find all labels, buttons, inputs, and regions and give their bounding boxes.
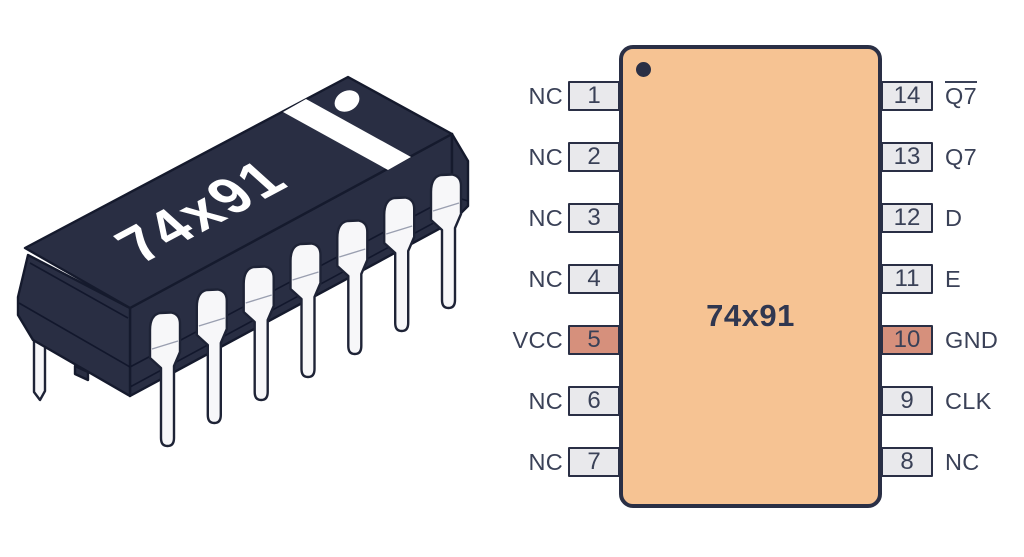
pin-number-box: 1 (568, 81, 620, 111)
pin-row-10: 10 GND (0, 325, 1024, 355)
pin-function-label: E (945, 266, 961, 292)
part-number-label: 74x91 (706, 298, 795, 333)
pin-row-12: 12 D (0, 203, 1024, 233)
chip-3d-mold-nub (73, 364, 90, 382)
chip-3d-pin (195, 288, 229, 425)
pin-number-box: 4 (568, 264, 620, 294)
pin-row-13: 13 Q7 (0, 142, 1024, 172)
overline-signal-text: Q7 (945, 81, 977, 109)
index-stripe (283, 99, 411, 170)
chip-3d-pin (429, 173, 463, 310)
pin-number-box: 13 (881, 142, 933, 172)
chip-3d-illustration: 74x91 (16, 75, 470, 448)
pin-row-1: NC 1 (0, 81, 1024, 111)
pin-number-box: 14 (881, 81, 933, 111)
pin-function-label: NC (528, 144, 563, 170)
chip-3d-pin (242, 265, 275, 402)
chip-3d-left-seam-line (18, 302, 131, 368)
pin-function-label: CLK (945, 388, 992, 414)
chip-3d-pin (336, 219, 369, 356)
pin-function-label: Q7 (945, 81, 977, 111)
pin-row-8: 8 NC (0, 447, 1024, 477)
pin1-dimple-icon (334, 90, 360, 112)
pin-row-11: 11 E (0, 264, 1024, 294)
pin-function-label: NC (528, 388, 563, 414)
pin-number-box-power: 10 (881, 325, 933, 355)
pin-number-box: 7 (568, 447, 620, 477)
pin-function-label: NC (945, 449, 980, 475)
ic-body: 74x91 (619, 45, 882, 508)
pin-number-box: 9 (881, 386, 933, 416)
pin-number-box: 2 (568, 142, 620, 172)
pin-function-label: NC (528, 83, 563, 109)
pin-function-label: NC (528, 449, 563, 475)
pin-row-14: 14 Q7 (0, 81, 1024, 111)
pin1-indicator-dot-icon (636, 62, 651, 77)
pin-number-box: 11 (881, 264, 933, 294)
chip-3d-front-pins (148, 173, 463, 448)
chip-3d-pin (289, 242, 322, 379)
pin-row-3: NC 3 (0, 203, 1024, 233)
pin-row-9: 9 CLK (0, 386, 1024, 416)
pin-row-6: NC 6 (0, 386, 1024, 416)
pin-row-5: VCC 5 (0, 325, 1024, 355)
pin-function-label: GND (945, 327, 999, 353)
chip-3d-pin (148, 311, 182, 448)
pin-number-box: 3 (568, 203, 620, 233)
pin-function-label: D (945, 205, 963, 231)
pin-function-label: NC (528, 266, 563, 292)
pin-number-box: 12 (881, 203, 933, 233)
pin-number-box: 6 (568, 386, 620, 416)
chip-3d-left-bevel-line (29, 262, 129, 319)
pin-function-label: NC (528, 205, 563, 231)
pin-function-label: Q7 (945, 144, 977, 170)
chip-3d-pin (383, 196, 416, 333)
pin-row-7: NC 7 (0, 447, 1024, 477)
pin-row-4: NC 4 (0, 264, 1024, 294)
pin-number-box-power: 5 (568, 325, 620, 355)
pin-row-2: NC 2 (0, 142, 1024, 172)
pin-number-box: 8 (881, 447, 933, 477)
pin-function-label: VCC (512, 327, 563, 353)
